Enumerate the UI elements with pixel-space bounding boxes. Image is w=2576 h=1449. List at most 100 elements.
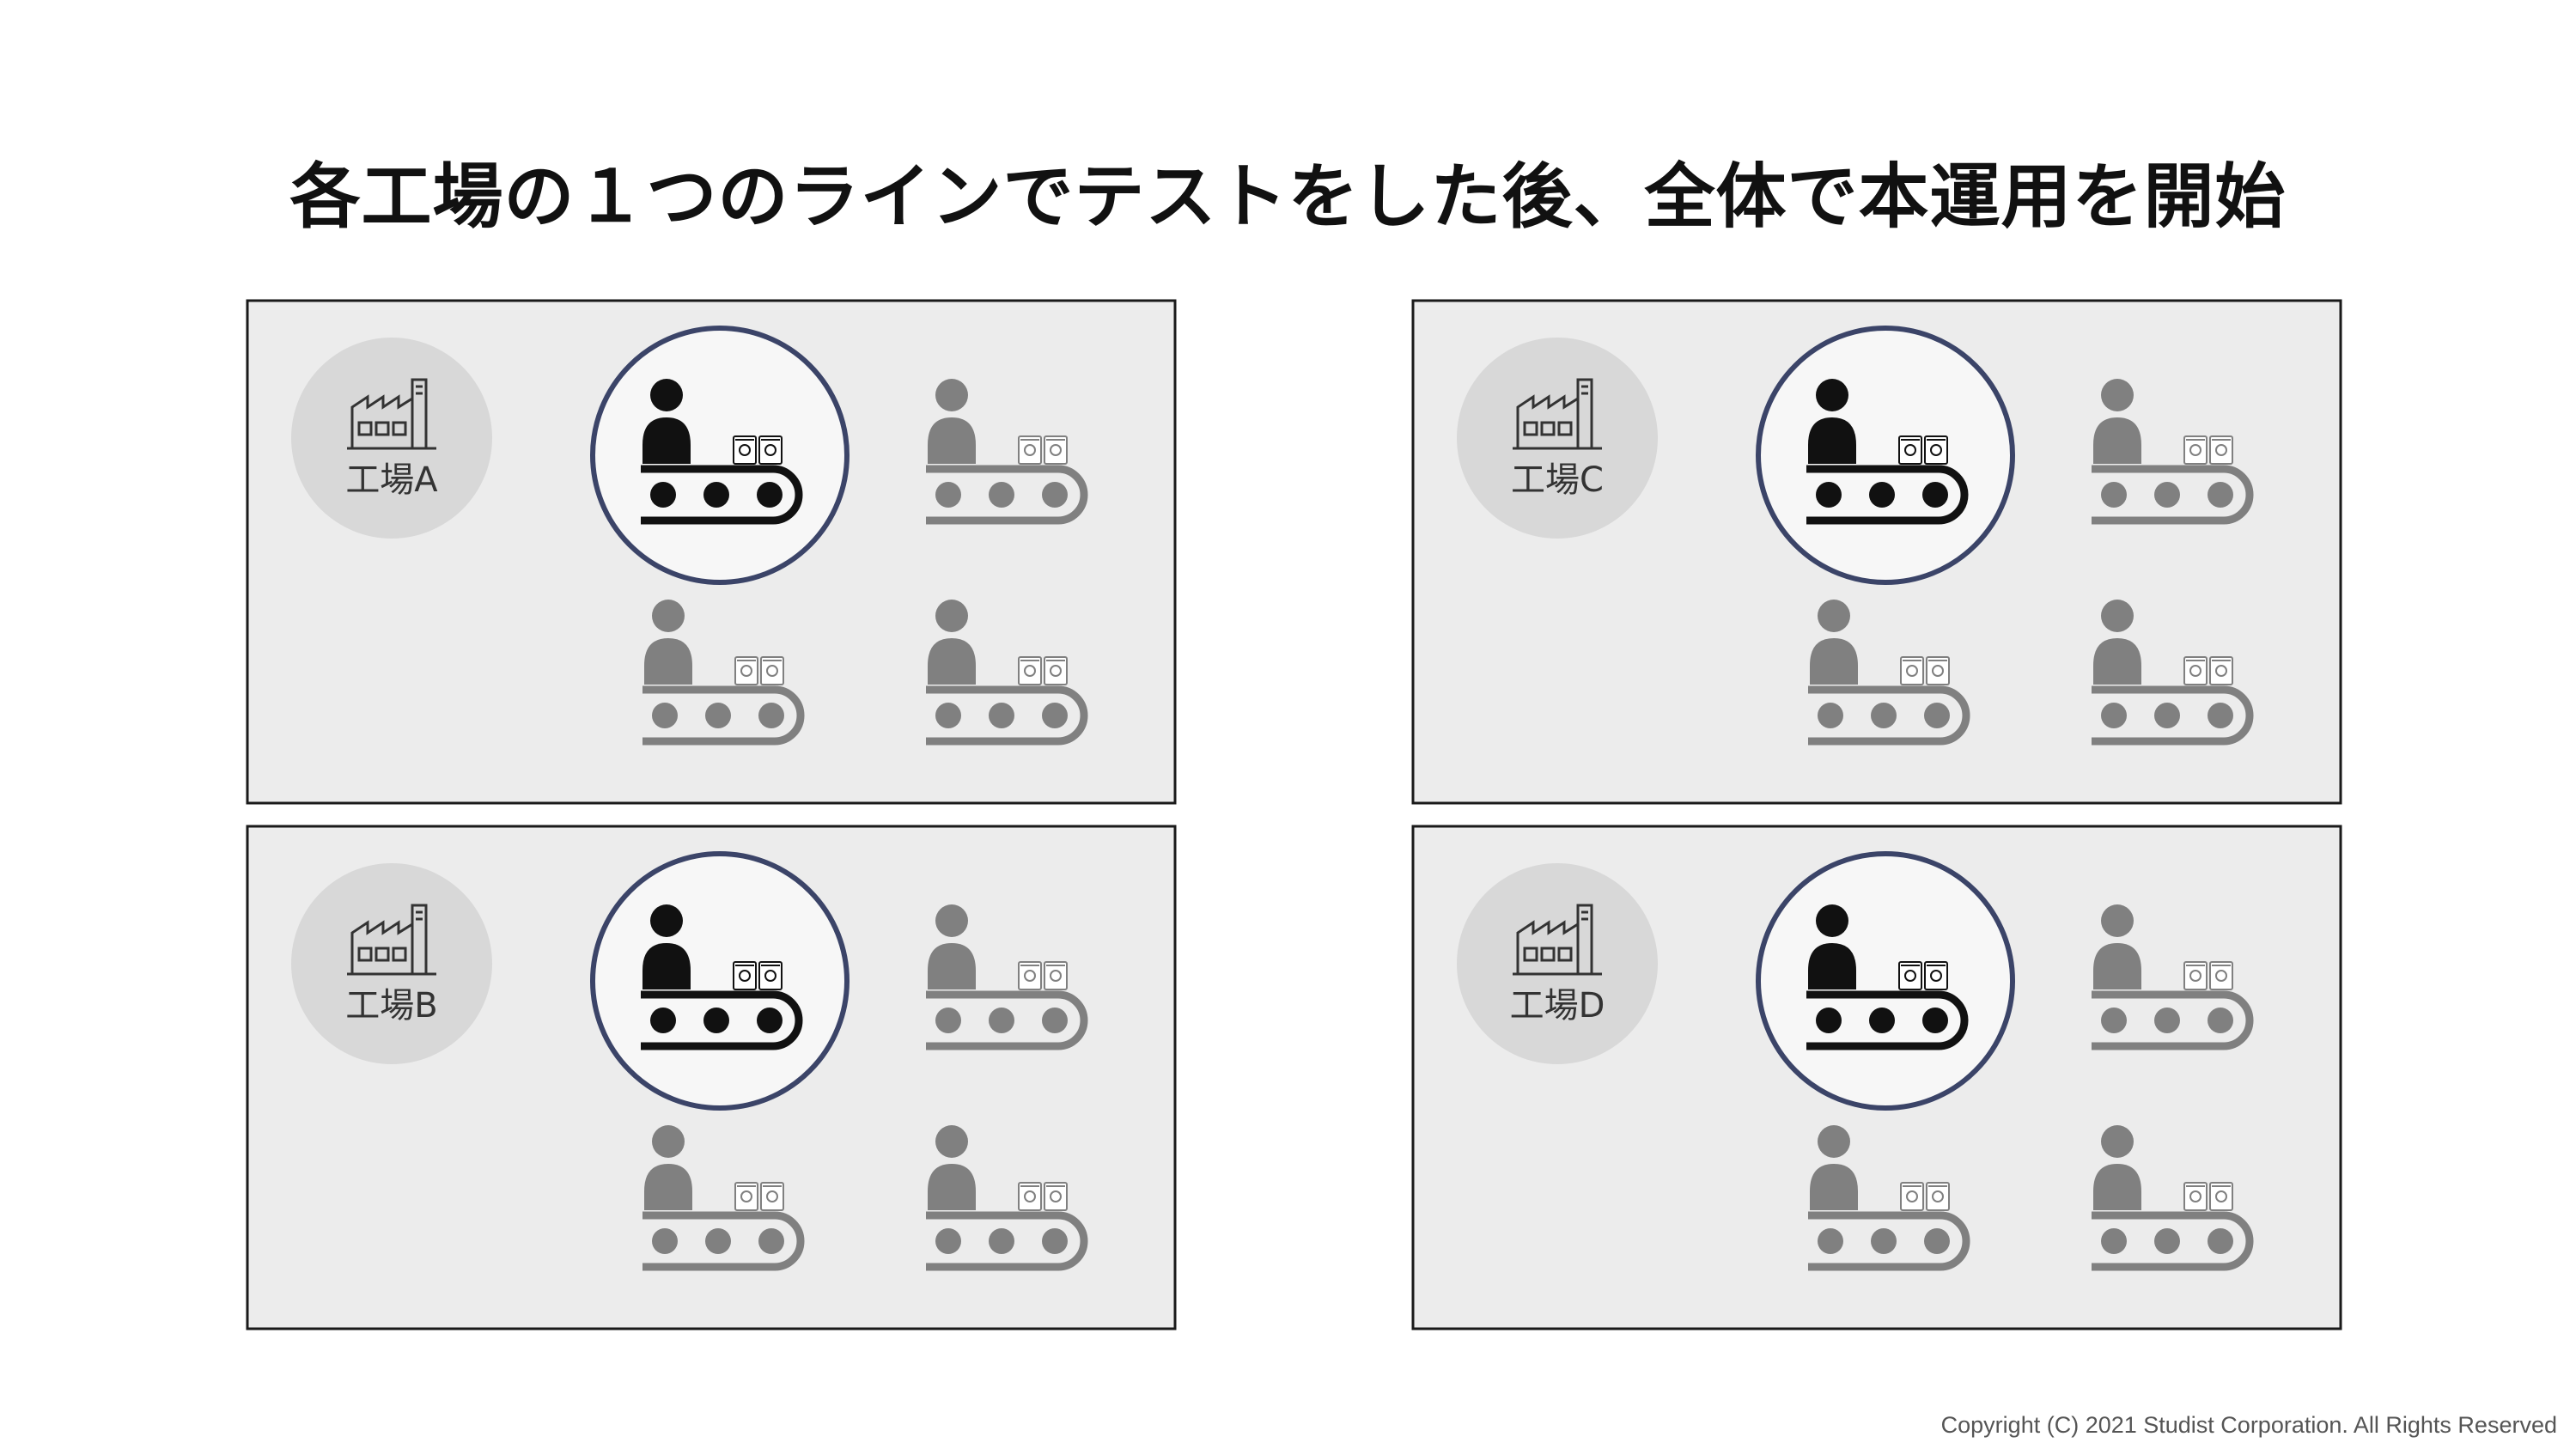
- production-line-icon: [926, 600, 1088, 746]
- package-icon: [2183, 656, 2233, 685]
- conveyor-roller: [1869, 482, 1895, 508]
- production-line-icon: [2092, 1125, 2254, 1271]
- worker-icon: [928, 600, 976, 685]
- conveyor-roller: [1818, 703, 1843, 728]
- package-icon: [1018, 1182, 1068, 1211]
- factory-panel-a: 工場A: [246, 299, 1177, 805]
- conveyor-belt-icon: [2092, 1211, 2254, 1271]
- production-line-icon: [2092, 904, 2254, 1050]
- factory-label: 工場A: [345, 460, 438, 500]
- production-line-icon: [641, 379, 803, 525]
- conveyor-roller: [1042, 1008, 1068, 1033]
- factory-label: 工場B: [345, 986, 437, 1026]
- conveyor-roller: [989, 1228, 1014, 1254]
- factory-panel-b: 工場B: [246, 825, 1177, 1330]
- conveyor-roller: [1818, 1228, 1843, 1254]
- conveyor-roller: [2101, 1008, 2127, 1033]
- conveyor-belt-icon: [2092, 465, 2254, 525]
- conveyor-roller: [1869, 1008, 1895, 1033]
- conveyor-belt-icon: [1806, 990, 1969, 1050]
- package-icon: [2183, 961, 2233, 990]
- conveyor-belt-icon: [2092, 685, 2254, 746]
- package-icon: [1018, 435, 1068, 465]
- worker-icon: [644, 1125, 692, 1210]
- conveyor-roller: [650, 482, 676, 508]
- conveyor-belt-icon: [926, 990, 1088, 1050]
- production-line-icon: [642, 1125, 805, 1271]
- package-icon: [1898, 435, 1948, 465]
- conveyor-roller: [2154, 703, 2180, 728]
- conveyor-roller: [2101, 703, 2127, 728]
- copyright-notice: Copyright (C) 2021 Studist Corporation. …: [1940, 1412, 2557, 1438]
- conveyor-roller: [652, 1228, 678, 1254]
- conveyor-roller: [935, 482, 961, 508]
- worker-icon: [1810, 600, 1858, 685]
- conveyor-roller: [652, 703, 678, 728]
- factory-icon: [347, 378, 436, 450]
- factory-badge: [1457, 863, 1658, 1064]
- conveyor-roller: [2154, 1008, 2180, 1033]
- conveyor-roller: [1871, 703, 1897, 728]
- worker-icon: [2093, 600, 2141, 685]
- conveyor-roller: [1816, 482, 1842, 508]
- factory-icon: [1513, 904, 1602, 976]
- conveyor-belt-icon: [641, 990, 803, 1050]
- conveyor-roller: [703, 482, 729, 508]
- production-line-icon: [2092, 379, 2254, 525]
- conveyor-roller: [757, 482, 783, 508]
- slide-title: 各工場の１つのラインでテストをした後、全体で本運用を開始: [289, 156, 2287, 238]
- worker-icon: [1810, 1125, 1858, 1210]
- worker-icon: [642, 904, 691, 989]
- conveyor-belt-icon: [2092, 990, 2254, 1050]
- factory-label: 工場D: [1510, 986, 1605, 1026]
- production-line-icon: [926, 379, 1088, 525]
- worker-icon: [2093, 904, 2141, 989]
- package-icon: [2183, 435, 2233, 465]
- worker-icon: [642, 379, 691, 464]
- factory-badge: [1457, 338, 1658, 539]
- factory-badge: [291, 863, 492, 1064]
- production-line-icon: [926, 1125, 1088, 1271]
- conveyor-roller: [1922, 1008, 1948, 1033]
- conveyor-roller: [1922, 482, 1948, 508]
- worker-icon: [1808, 379, 1856, 464]
- conveyor-belt-icon: [1808, 1211, 1970, 1271]
- test-line-highlight-ring: [590, 326, 850, 585]
- conveyor-roller: [1924, 1228, 1950, 1254]
- factory-icon: [347, 904, 436, 976]
- factory-badge: [291, 338, 492, 539]
- conveyor-belt-icon: [642, 1211, 805, 1271]
- conveyor-belt-icon: [641, 465, 803, 525]
- conveyor-roller: [1042, 482, 1068, 508]
- conveyor-roller: [2154, 1228, 2180, 1254]
- conveyor-roller: [1871, 1228, 1897, 1254]
- test-line-highlight-ring: [1756, 851, 2015, 1111]
- package-icon: [1900, 1182, 1950, 1211]
- conveyor-roller: [2208, 703, 2233, 728]
- conveyor-roller: [757, 1008, 783, 1033]
- conveyor-roller: [758, 703, 784, 728]
- conveyor-roller: [2101, 1228, 2127, 1254]
- conveyor-roller: [2101, 482, 2127, 508]
- conveyor-roller: [2208, 1008, 2233, 1033]
- conveyor-roller: [935, 1008, 961, 1033]
- production-line-icon: [642, 600, 805, 746]
- package-icon: [733, 435, 783, 465]
- production-line-icon: [1808, 600, 1970, 746]
- conveyor-roller: [758, 1228, 784, 1254]
- conveyor-roller: [1042, 1228, 1068, 1254]
- conveyor-roller: [705, 1228, 731, 1254]
- factory-icon: [1513, 378, 1602, 450]
- conveyor-belt-icon: [1808, 685, 1970, 746]
- conveyor-roller: [935, 1228, 961, 1254]
- conveyor-roller: [1816, 1008, 1842, 1033]
- conveyor-belt-icon: [642, 685, 805, 746]
- conveyor-roller: [650, 1008, 676, 1033]
- conveyor-roller: [703, 1008, 729, 1033]
- package-icon: [734, 1182, 784, 1211]
- worker-icon: [1808, 904, 1856, 989]
- conveyor-belt-icon: [1806, 465, 1969, 525]
- conveyor-roller: [2154, 482, 2180, 508]
